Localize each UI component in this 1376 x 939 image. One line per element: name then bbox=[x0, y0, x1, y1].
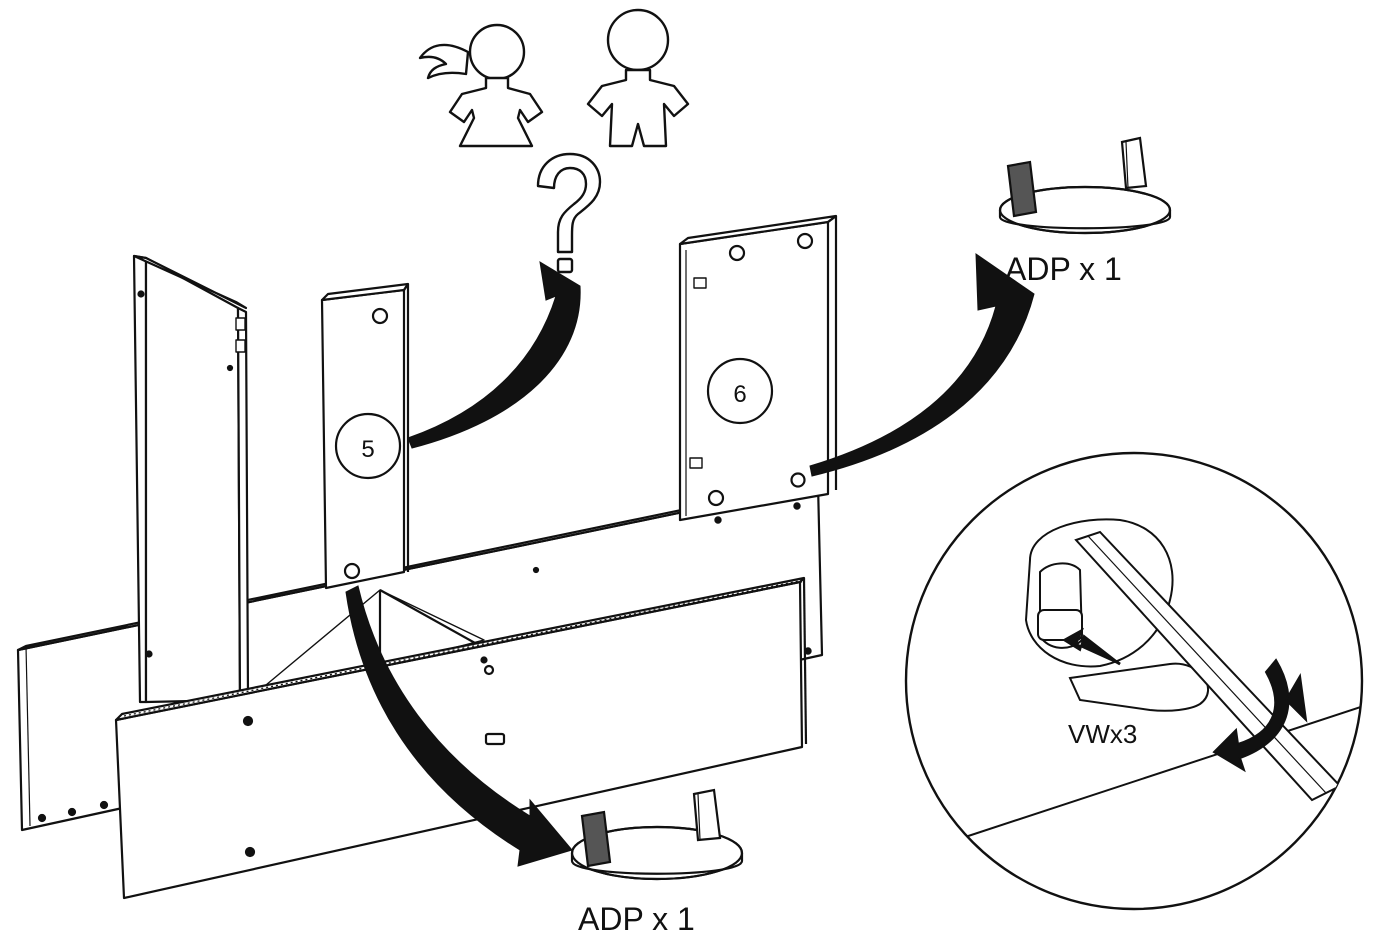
panel-6: 6 bbox=[678, 214, 838, 522]
boy-figure-icon bbox=[586, 8, 690, 148]
panel-5: 5 bbox=[320, 282, 410, 590]
wall-floor-line bbox=[949, 701, 1362, 843]
curved-arrow-to-adp-bottom bbox=[345, 585, 573, 867]
edge-banding-hatch bbox=[119, 579, 805, 720]
question-mark-icon bbox=[536, 152, 602, 274]
arrow-group bbox=[345, 253, 1035, 867]
front-panel bbox=[114, 576, 808, 900]
zoom-detail: VWx3 bbox=[904, 451, 1364, 911]
adp-anchor-top bbox=[998, 136, 1172, 235]
left-side-panel bbox=[132, 254, 250, 704]
part-6-label: 6 bbox=[733, 381, 746, 408]
girl-figure-icon bbox=[418, 23, 544, 148]
part-5-marker bbox=[334, 412, 402, 480]
two-person-icon bbox=[418, 8, 690, 148]
dowel bbox=[484, 732, 506, 746]
curved-arrow-to-panel-6 bbox=[809, 253, 1035, 477]
part-5-label: 5 bbox=[361, 436, 374, 463]
tool-code-label: VWx3 bbox=[1068, 719, 1137, 749]
curved-arrow-to-panel-5 bbox=[407, 261, 581, 449]
adp-anchor-bottom bbox=[570, 788, 744, 881]
adp-bottom-label: ADP x 1 bbox=[578, 901, 695, 934]
furniture-assembly: 5 6 bbox=[16, 214, 838, 900]
adp-top-label: ADP x 1 bbox=[1005, 251, 1122, 287]
part-6-marker bbox=[706, 357, 774, 425]
